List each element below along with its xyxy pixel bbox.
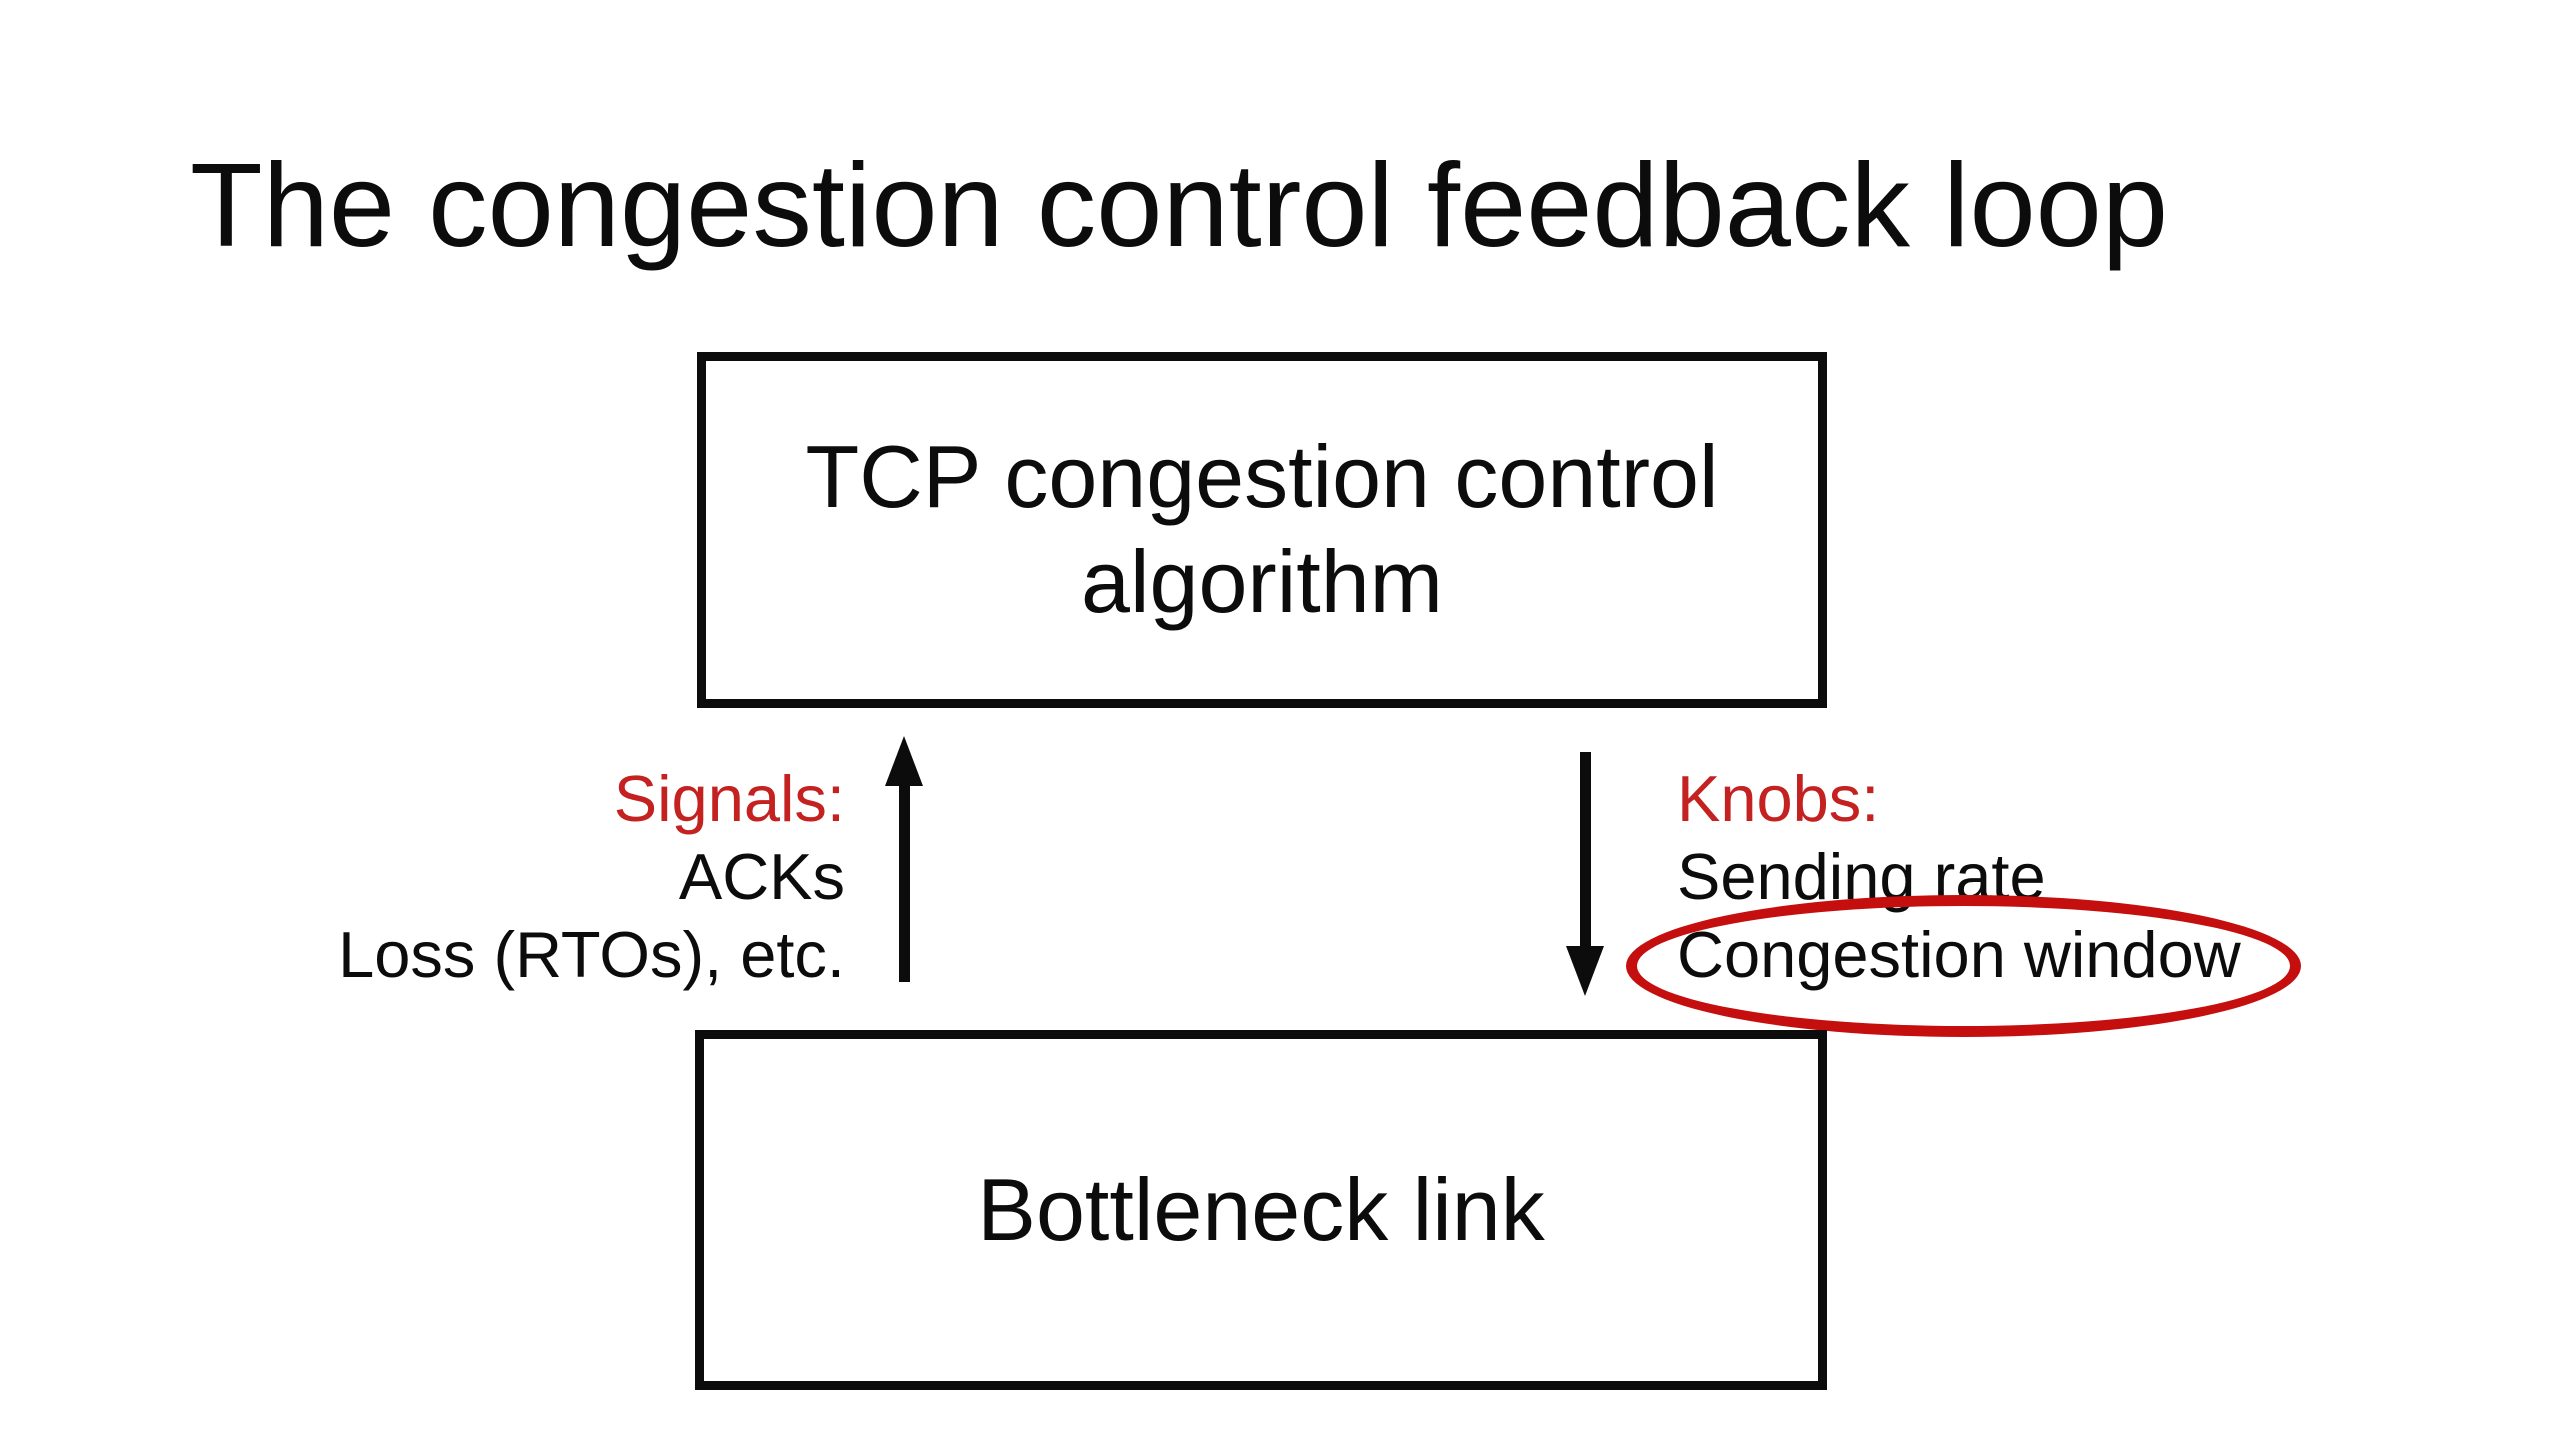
tcp-congestion-control-box-label: TCP congestion control algorithm bbox=[805, 427, 1719, 631]
bottleneck-link-box-label: Bottleneck link bbox=[977, 1159, 1545, 1259]
up-arrow-shaft bbox=[899, 782, 910, 982]
knobs-heading: Knobs: bbox=[1677, 762, 1880, 835]
down-arrow-shaft bbox=[1580, 752, 1591, 948]
bottleneck-link-box: Bottleneck link bbox=[695, 1030, 1827, 1390]
signals-item-loss: Loss (RTOs), etc. bbox=[338, 918, 845, 991]
signals-item-acks: ACKs bbox=[678, 840, 845, 913]
tcp-congestion-control-box: TCP congestion control algorithm bbox=[697, 352, 1827, 708]
signals-heading: Signals: bbox=[613, 762, 845, 835]
down-arrow-head bbox=[1566, 946, 1604, 996]
signals-label-block: Signals: ACKs Loss (RTOs), etc. bbox=[338, 760, 845, 994]
up-arrow-head bbox=[885, 736, 923, 786]
red-ellipse-annotation bbox=[1626, 895, 2301, 1037]
slide-title: The congestion control feedback loop bbox=[190, 139, 2169, 272]
